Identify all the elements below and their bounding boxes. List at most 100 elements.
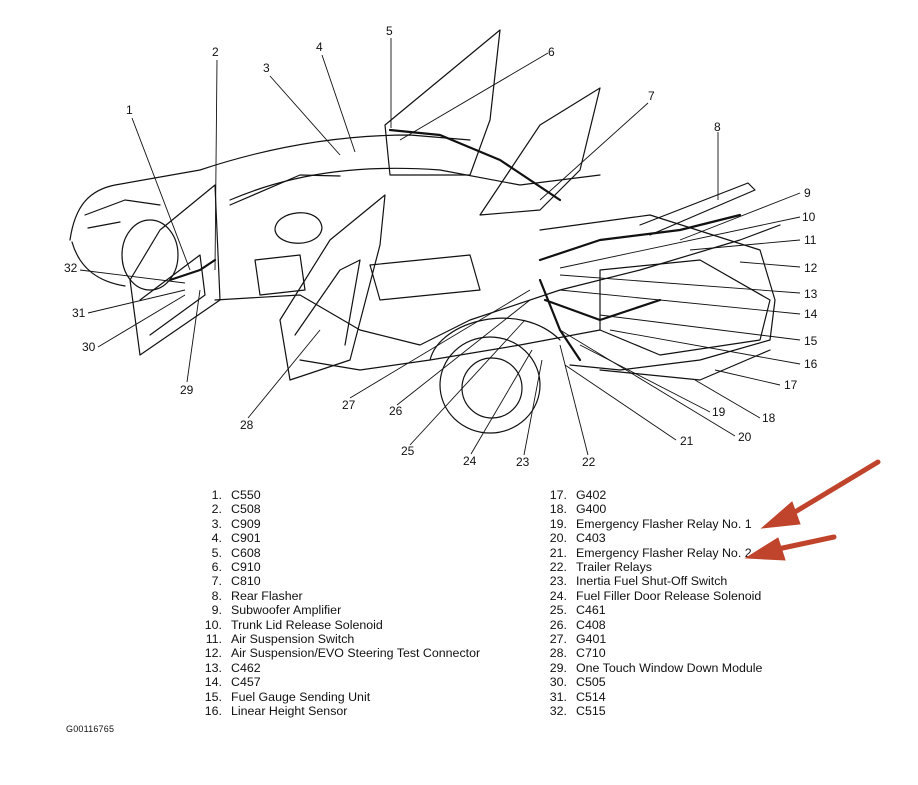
- legend-item-number: 19.: [549, 516, 567, 531]
- legend-item-number: 17.: [549, 488, 567, 502]
- callout-30: 30: [82, 340, 96, 354]
- legend-item-label: C550: [231, 488, 261, 502]
- vehicle-component-locator-diagram: 1 2 3 4 5 6 7 8 9 10 11 12 13 14 15 16 1…: [64, 24, 818, 469]
- legend-item: 17. G402: [535, 488, 918, 502]
- legend-item-label: C910: [231, 560, 261, 575]
- legend-item: 4.C901: [190, 531, 610, 545]
- legend-item-number: 28.: [549, 646, 567, 661]
- leader-31: [87, 289, 186, 314]
- leader-11: [689, 239, 801, 251]
- legend-item: 23.Inertia Fuel Shut-Off Switch: [535, 574, 918, 588]
- legend-item-label: Air Suspension/EVO Steering Test Connect…: [231, 646, 481, 661]
- legend-item: 19.Emergency Flasher Relay No. 1: [535, 517, 918, 531]
- callout-13: 13: [804, 287, 818, 301]
- legend-item-number: 32.: [549, 704, 567, 719]
- front-grille: [84, 199, 161, 229]
- leader-14: [559, 289, 801, 315]
- callout-5: 5: [386, 24, 393, 38]
- legend-item: 3. C909: [190, 517, 610, 531]
- legend-item-number: 3.: [211, 516, 222, 531]
- callout-29: 29: [180, 383, 194, 397]
- legend-item-number: 25.: [549, 603, 567, 618]
- legend-item: 8. Rear Flasher: [190, 589, 610, 603]
- callout-14: 14: [804, 307, 818, 321]
- legend-item-number: 6.: [211, 560, 222, 575]
- leader-24: [470, 349, 533, 455]
- fuel-tank: [599, 259, 771, 356]
- legend-item-label: G402: [576, 488, 607, 502]
- leader-1: [131, 117, 191, 271]
- legend-item-label: C909: [231, 516, 261, 531]
- legend-item-number: 13.: [204, 660, 222, 675]
- leader-29: [186, 289, 201, 383]
- roof-line: [229, 167, 601, 201]
- windshield-frame: [229, 174, 341, 206]
- front-door-inner: [139, 254, 206, 336]
- callout-15: 15: [804, 334, 818, 348]
- legend-item-number: 9.: [211, 603, 222, 618]
- legend-item: 32. C515: [535, 704, 918, 718]
- legend-item-label: Fuel Gauge Sending Unit: [231, 689, 371, 704]
- legend-item-label: Trunk Lid Release Solenoid: [231, 617, 383, 632]
- callout-8: 8: [714, 120, 721, 134]
- callout-18: 18: [762, 411, 776, 425]
- legend-item-label: Inertia Fuel Shut-Off Switch: [576, 574, 728, 589]
- legend-item-label: Subwoofer Amplifier: [231, 603, 342, 618]
- leader-21: [564, 364, 677, 441]
- figure-id: G00116765: [66, 724, 115, 734]
- legend-item: 22.Trailer Relays: [535, 560, 918, 574]
- legend-item-label: C901: [231, 531, 261, 546]
- rear-right-door-open: [479, 87, 601, 216]
- front-right-door-open: [384, 29, 501, 176]
- legend-item: 2.C508: [190, 502, 610, 516]
- legend-item-label: G401: [576, 632, 607, 647]
- trunk-outline: [539, 214, 776, 371]
- legend-item-number: 5.: [211, 545, 222, 560]
- callout-26: 26: [389, 404, 403, 418]
- legend-item-label: Rear Flasher: [231, 588, 303, 603]
- legend-item-number: 21.: [549, 545, 567, 560]
- callout-31: 31: [72, 306, 86, 320]
- callout-12: 12: [804, 261, 818, 275]
- legend-item: 27.G401: [535, 632, 918, 646]
- legend-item-number: 31.: [549, 689, 567, 704]
- legend-item: 30. C505: [535, 675, 918, 689]
- legend-item: 1. C550: [190, 488, 610, 502]
- steering-wheel: [274, 212, 323, 244]
- wiring-harness: [168, 128, 742, 362]
- legend-item-number: 1.: [211, 488, 222, 502]
- legend-item-number: 18.: [549, 502, 567, 517]
- legend-item-label: C508: [231, 502, 261, 517]
- rear-wheel-hub: [461, 357, 523, 419]
- legend-item-label: C515: [576, 704, 606, 719]
- legend-item-label: C461: [576, 603, 606, 618]
- legend-item-label: C505: [576, 675, 606, 690]
- leader-28: [247, 329, 321, 419]
- legend-item-number: 16.: [204, 704, 222, 719]
- callout-24: 24: [463, 454, 477, 468]
- legend-item-label: C408: [576, 617, 606, 632]
- leader-15: [599, 314, 801, 341]
- legend-item-number: 7.: [211, 574, 222, 589]
- legend-item-number: 8.: [211, 588, 222, 603]
- trunk-lid: [639, 182, 756, 236]
- legend-item: 16.Linear Height Sensor: [190, 704, 610, 718]
- leader-3: [269, 75, 341, 156]
- leader-27: [349, 289, 531, 399]
- rear-wheel-well: [429, 317, 561, 361]
- legend-item-number: 20.: [549, 531, 567, 546]
- rear-wheel: [439, 336, 541, 434]
- legend-item-label: Emergency Flasher Relay No. 2: [576, 545, 752, 560]
- callout-19: 19: [712, 405, 726, 419]
- legend-item-number: 30.: [549, 675, 567, 690]
- callout-25: 25: [401, 444, 415, 458]
- callout-9: 9: [804, 186, 811, 200]
- legend-item-number: 29.: [549, 660, 567, 675]
- leader-16: [609, 329, 801, 365]
- leader-12: [739, 261, 801, 268]
- car-body-drawing: [69, 29, 781, 434]
- leader-22: [559, 344, 589, 456]
- legend-item: 24.Fuel Filler Door Release Solenoid: [535, 589, 918, 603]
- leader-6: [399, 52, 549, 141]
